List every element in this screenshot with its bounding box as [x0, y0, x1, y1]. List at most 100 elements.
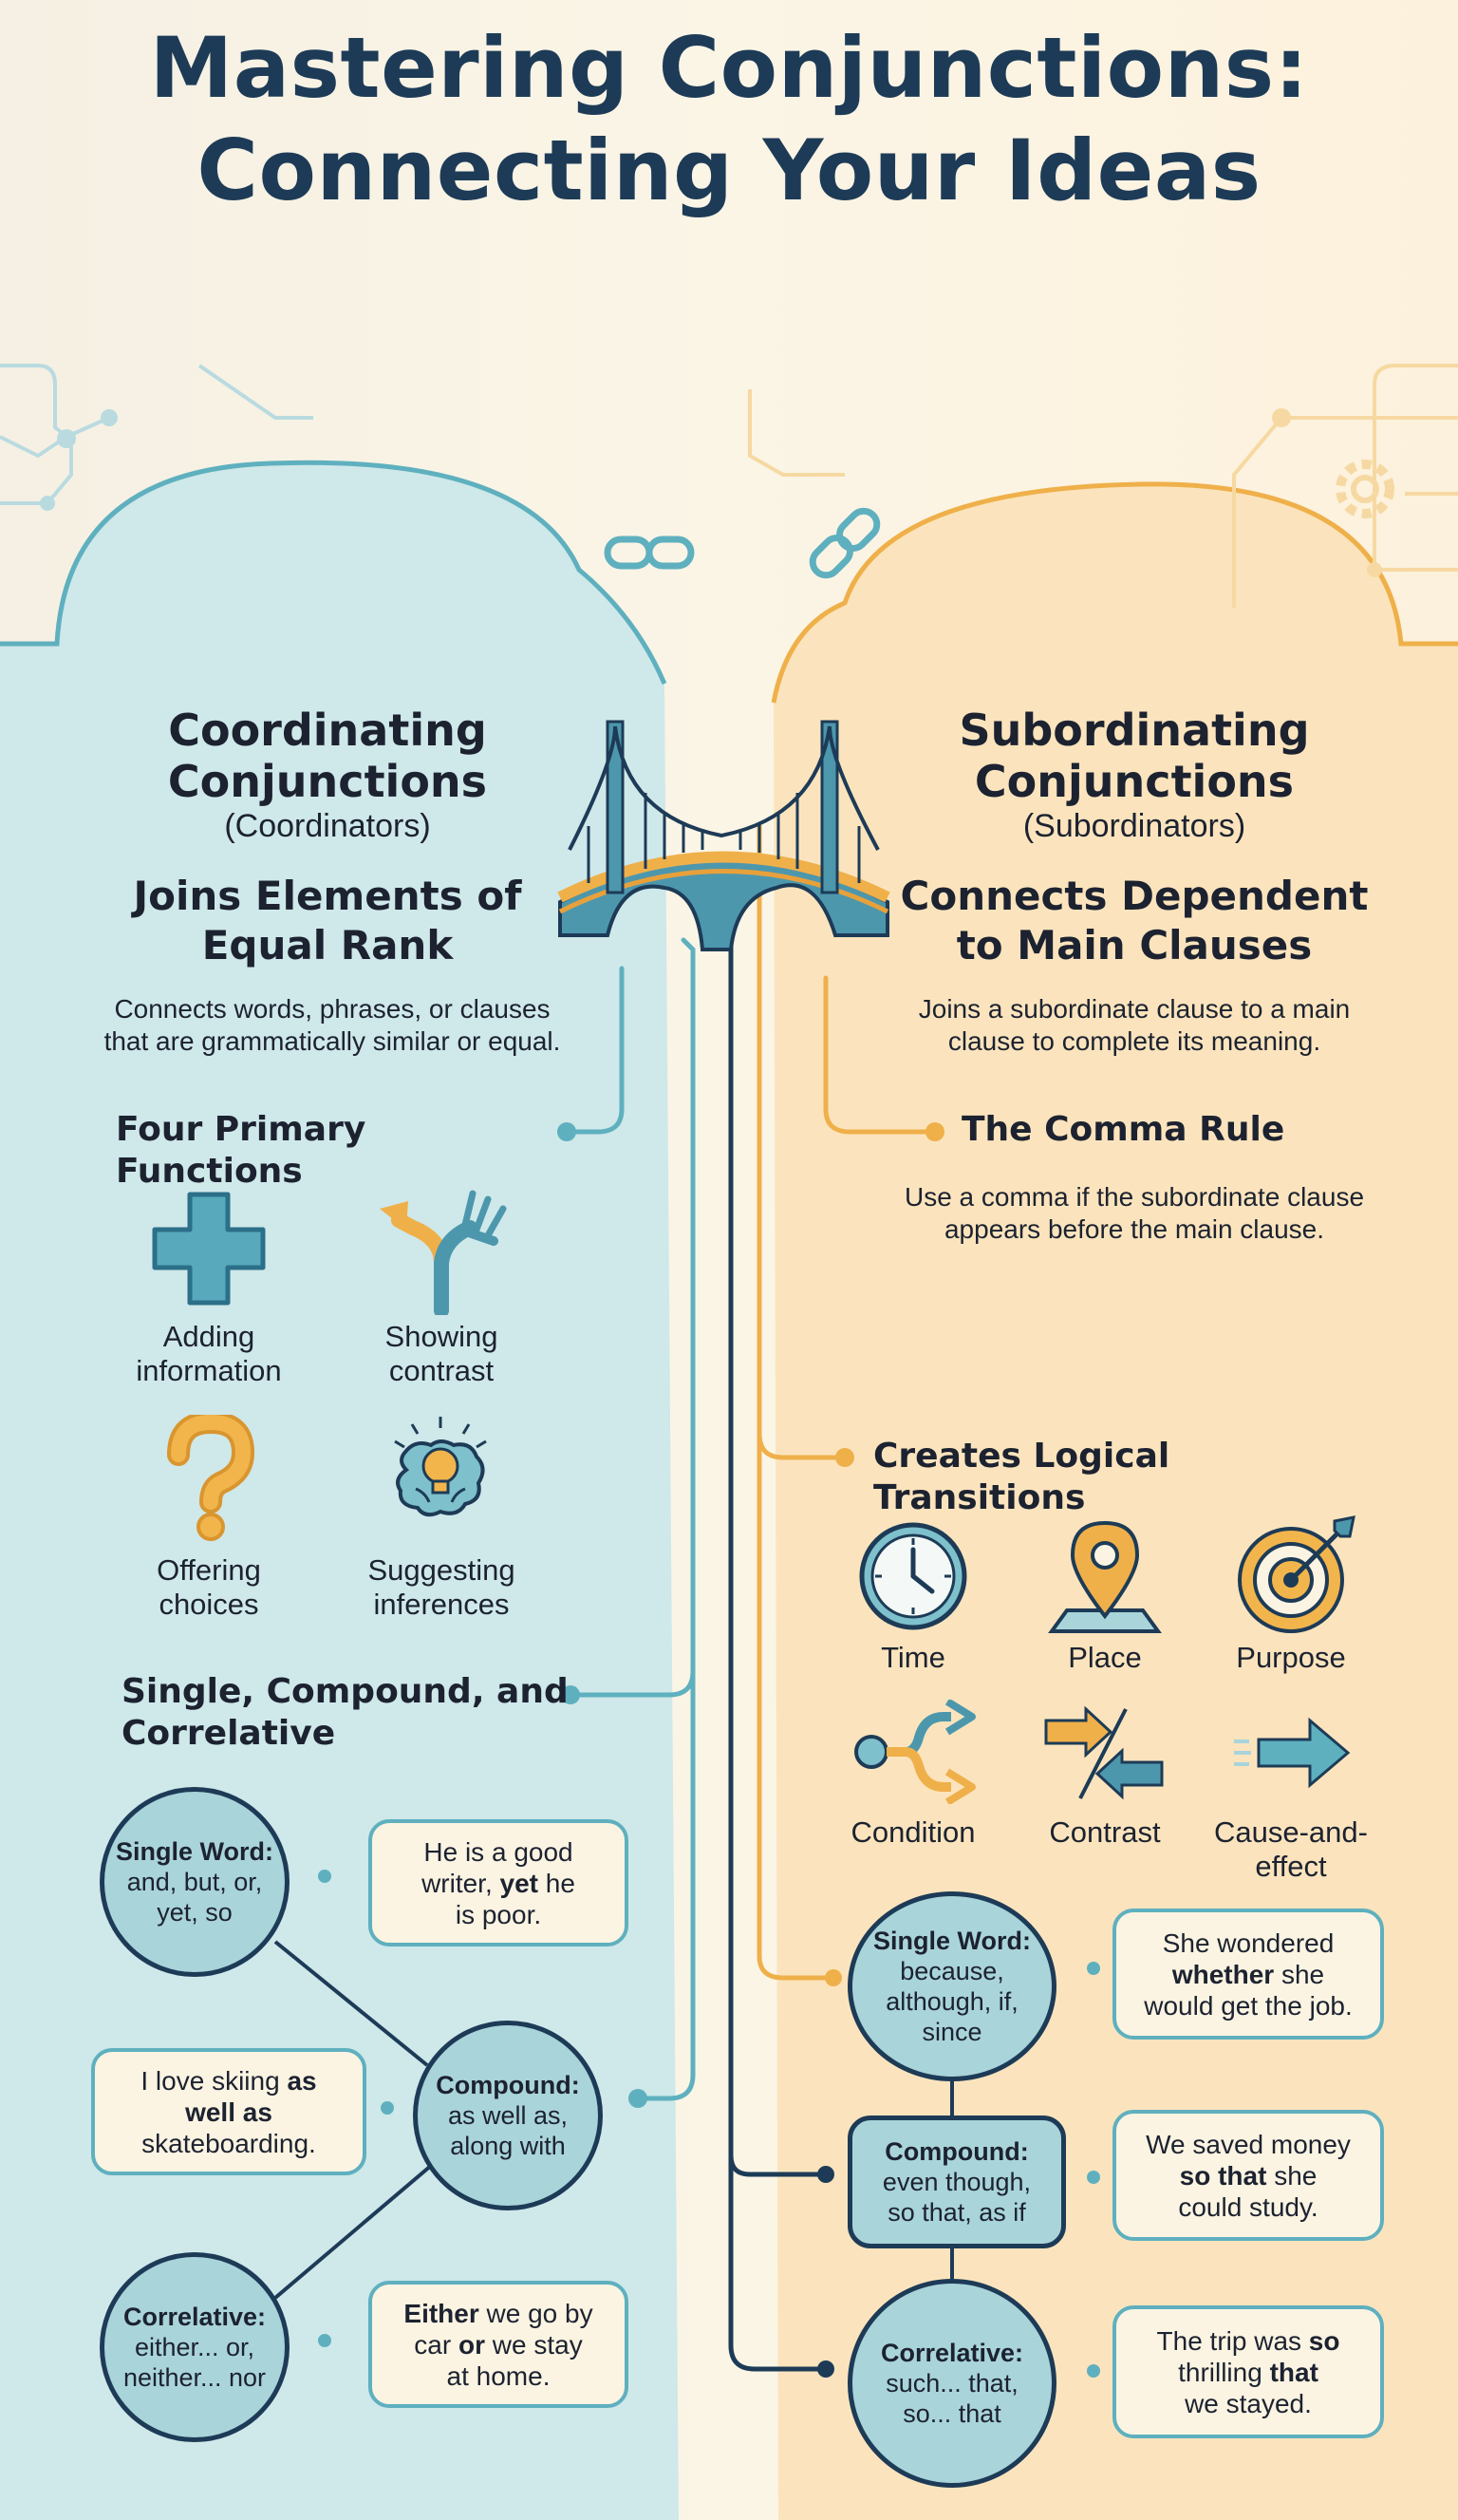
function-label-line: choices: [159, 1588, 259, 1621]
function-label-line: Offering: [157, 1553, 261, 1587]
example-text: I love skiing as well as skateboarding.: [140, 2065, 316, 2159]
example-part: She wondered: [1162, 1928, 1335, 1958]
circle-text: Correlative: such... that, so... that: [881, 2338, 1023, 2429]
circle-label: Correlative:: [880, 2339, 1024, 2367]
circle-label: Compound:: [885, 2137, 1029, 2166]
example-keyword: as: [287, 2065, 317, 2096]
example-part: writer,: [421, 1868, 500, 1898]
circle-line: such... that,: [886, 2369, 1019, 2398]
circle-line: so... that: [903, 2399, 1001, 2428]
example-part: The trip was: [1156, 2325, 1309, 2356]
right-description-line-2: clause to complete its meaning.: [947, 1026, 1321, 1056]
example-part: she: [1266, 2160, 1318, 2191]
left-correlative-circle: Correlative: either... or, neither... no…: [100, 2252, 290, 2442]
transition-label-time: Time: [881, 1641, 945, 1674]
left-description-line-2: that are grammatically similar or equal.: [103, 1026, 561, 1056]
function-label-choices: Offering choices: [114, 1553, 304, 1622]
function-label-line: contrast: [388, 1354, 495, 1387]
circle-text: Compound: as well as, along with: [436, 2070, 579, 2161]
left-panel: [0, 462, 679, 2520]
example-part: car: [414, 2329, 458, 2360]
example-text: We saved money so that she could study.: [1146, 2129, 1351, 2223]
plus-icon: [152, 1192, 266, 1306]
example-keyword: so: [1308, 2325, 1340, 2356]
brain-bulb-icon: [394, 1417, 487, 1517]
left-type-lines: [273, 1940, 434, 2300]
transition-label-condition: Condition: [850, 1815, 976, 1849]
function-label-line: Suggesting: [367, 1553, 515, 1587]
functions-title: Four Primary Functions: [116, 1110, 366, 1191]
circle-line: neither... nor: [122, 2363, 267, 2392]
transitions-title: Creates Logical Transitions: [873, 1437, 1170, 1517]
right-description-line-1: Joins a subordinate clause to a main: [918, 994, 1351, 1024]
left-tagline: Joins Elements of Equal Rank: [57, 872, 598, 970]
example-part: thrilling: [1178, 2357, 1270, 2387]
right-single-example-bubble: She wondered whether she would get the j…: [1112, 1909, 1384, 2040]
circle-line: as well as,: [447, 2101, 569, 2130]
target-icon: [1238, 1515, 1355, 1633]
right-heading-line-2: Conjunctions: [974, 756, 1295, 807]
example-part: is poor.: [455, 1899, 542, 1929]
right-tagline: Connects Dependent to Main Clauses: [854, 872, 1414, 970]
title-line-2: Connecting Your Ideas: [196, 122, 1262, 219]
comma-rule-line-1: Use a comma if the subordinate clause: [904, 1182, 1365, 1212]
right-bubble-dots: [1087, 1962, 1100, 2378]
example-keyword: so that: [1179, 2160, 1267, 2191]
clock-icon: [859, 1522, 967, 1630]
question-icon: [167, 1415, 255, 1541]
right-tagline-line-2: to Main Clauses: [956, 922, 1313, 969]
example-keyword: that: [1269, 2357, 1318, 2387]
example-part: skateboarding.: [141, 2128, 316, 2158]
example-part: we stayed.: [1185, 2388, 1312, 2418]
transition-label-purpose: Purpose: [1236, 1641, 1346, 1674]
types-title-line-2: Correlative: [122, 1714, 336, 1753]
teal-branch-functions: [571, 966, 625, 1135]
map-pin-icon: [1048, 1520, 1162, 1633]
example-part: We saved money: [1146, 2129, 1351, 2159]
navy-branch-compound: [728, 2153, 829, 2177]
circle-line: so that, as if: [888, 2198, 1026, 2227]
circle-label: Single Word:: [116, 1837, 273, 1866]
right-correlative-example-bubble: The trip was so thrilling that we stayed…: [1112, 2305, 1384, 2438]
left-description-line-1: Connects words, phrases, or clauses: [114, 994, 551, 1024]
fork-icon: [380, 1190, 507, 1315]
types-title-line-1: Single, Compound, and: [122, 1672, 569, 1711]
circle-line: even though,: [882, 2168, 1032, 2196]
left-description: Connects words, phrases, or clauses that…: [38, 993, 626, 1058]
example-text: The trip was so thrilling that we stayed…: [1157, 2325, 1340, 2419]
example-text: He is a good writer, yet he is poor.: [421, 1836, 575, 1930]
function-label-line: inferences: [373, 1588, 510, 1621]
circle-line: because,: [900, 1957, 1004, 1985]
left-tagline-line-1: Joins Elements of: [133, 873, 522, 919]
left-compound-example-bubble: I love skiing as well as skateboarding.: [91, 2048, 366, 2175]
function-label-line: Showing: [384, 1320, 498, 1353]
right-subheading: (Subordinators): [1022, 808, 1246, 844]
right-description: Joins a subordinate clause to a main cla…: [854, 993, 1414, 1058]
transition-label-cause-effect: Cause-and- effect: [1187, 1815, 1395, 1884]
left-single-word-circle: Single Word: and, but, or, yet, so: [100, 1787, 290, 1977]
right-heading-line-1: Subordinating: [959, 705, 1310, 756]
connector-dots: [557, 1122, 944, 2378]
function-label-line: Adding: [162, 1320, 255, 1353]
example-text: Either we go by car or we stay at home.: [403, 2298, 592, 2392]
example-keyword: yet: [499, 1868, 538, 1898]
right-heading: Subordinating Conjunctions (Subordinator…: [878, 705, 1391, 845]
circle-line: although, if,: [886, 1987, 1019, 2016]
transition-label-line: effect: [1255, 1850, 1327, 1883]
circle-text: Single Word: because, although, if, sinc…: [873, 1926, 1031, 2047]
transition-label-contrast: Contrast: [1049, 1815, 1161, 1849]
left-heading: Coordinating Conjunctions (Coordinators): [76, 705, 579, 845]
circle-line: along with: [450, 2132, 566, 2160]
circle-line: and, but, or,: [126, 1868, 263, 1896]
example-part: would get the job.: [1144, 1990, 1353, 2021]
example-keyword: whether: [1171, 1959, 1275, 1989]
circle-label: Compound:: [436, 2071, 580, 2099]
example-keyword: well as: [185, 2097, 272, 2127]
example-part: could study.: [1178, 2191, 1318, 2222]
orange-branch-single: [757, 1431, 833, 1981]
central-connectors: [571, 823, 938, 2372]
left-circuit-lines: [0, 364, 313, 505]
function-label-adding: Adding information: [114, 1320, 304, 1388]
example-keyword: or: [458, 2329, 485, 2360]
bridge-icon: [557, 720, 890, 951]
